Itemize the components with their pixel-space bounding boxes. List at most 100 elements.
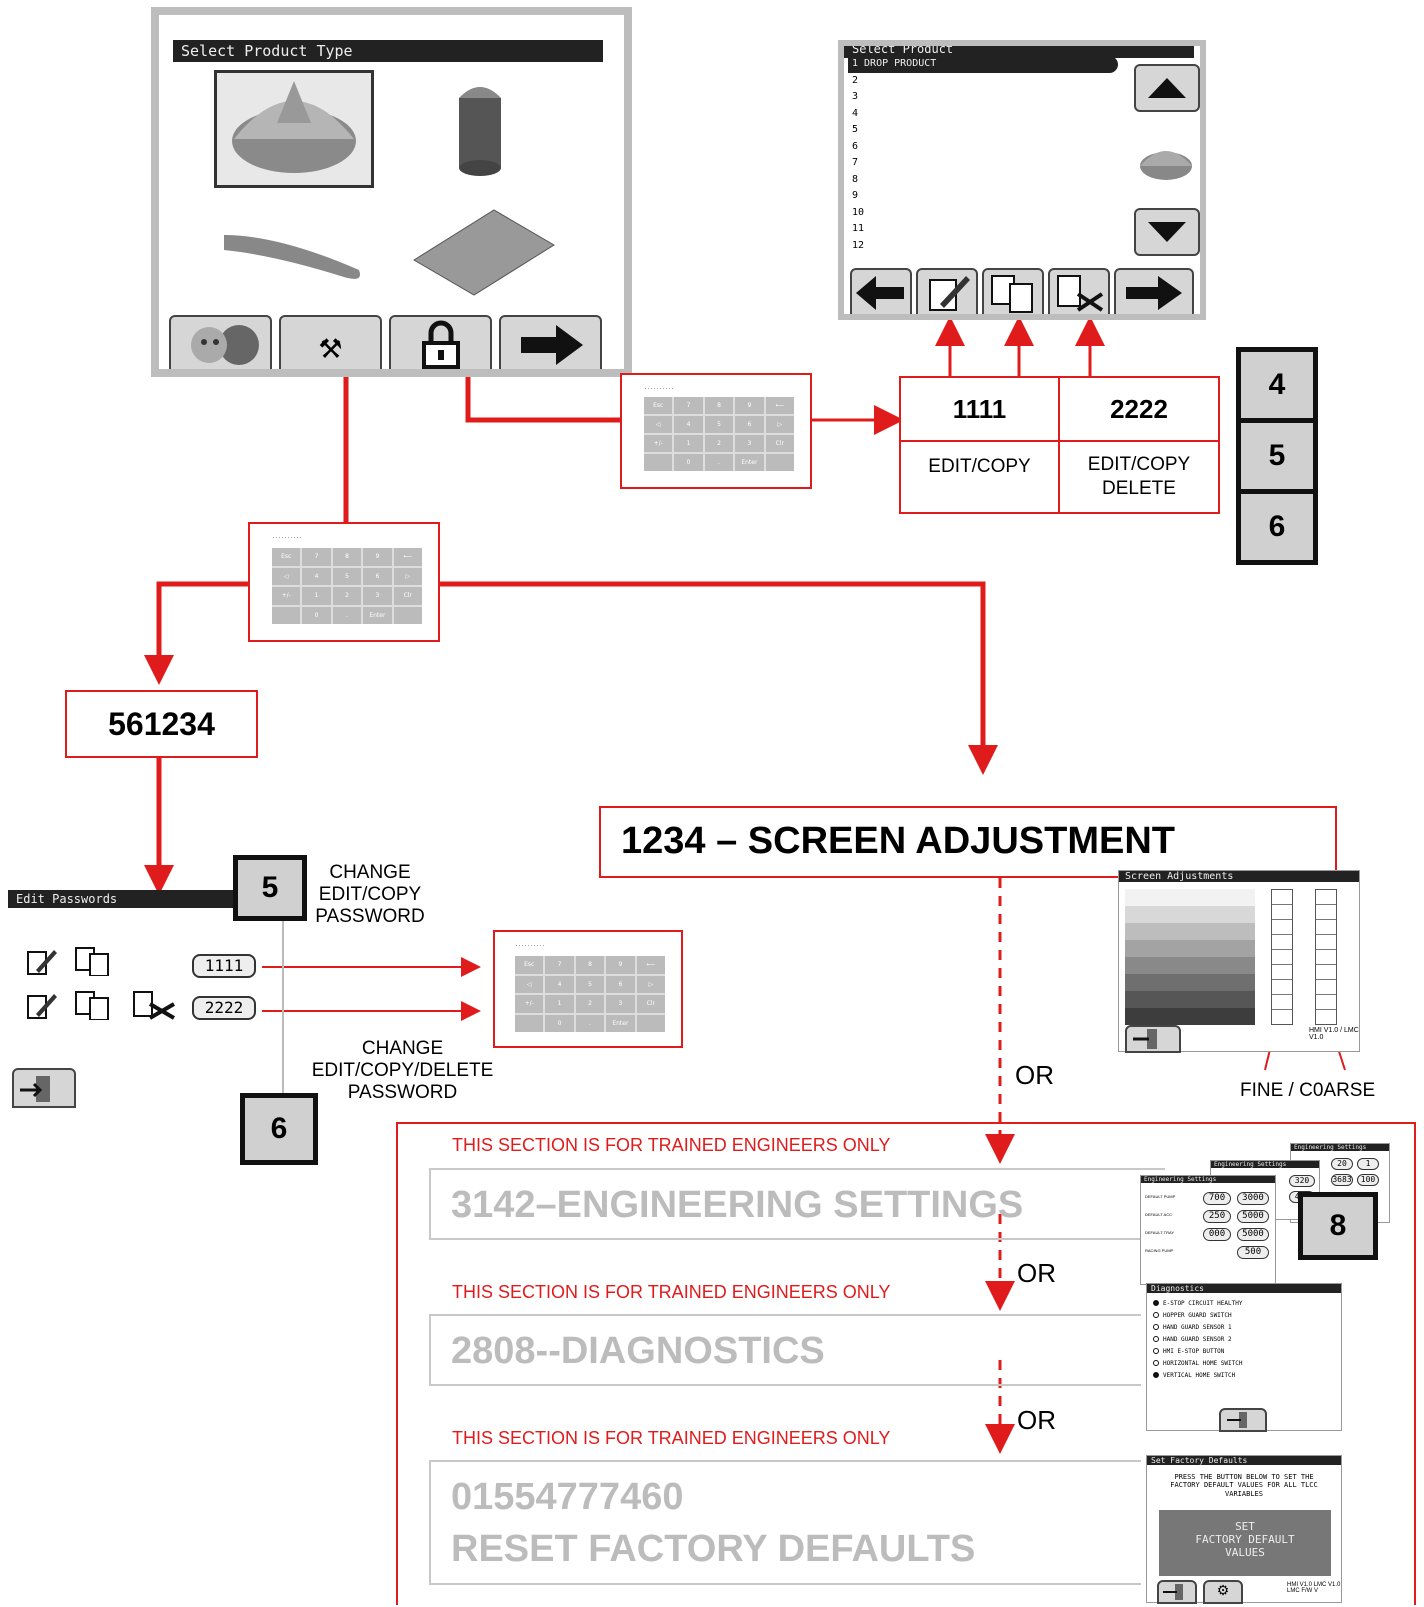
keypad-key[interactable]: 3 (735, 435, 763, 452)
keypad-key[interactable]: 4 (302, 568, 330, 586)
keypad-key[interactable]: 2 (576, 995, 604, 1013)
keypad-key[interactable]: 0 (302, 607, 330, 625)
keypad-key[interactable]: 7 (674, 397, 702, 414)
keypad-key[interactable]: 7 (545, 956, 573, 974)
keypad-key[interactable] (637, 1015, 665, 1033)
keypad-key[interactable]: 7 (302, 548, 330, 566)
product-bar-tile[interactable] (219, 215, 369, 285)
keypad-key[interactable]: Clr (637, 995, 665, 1013)
keypad-key[interactable]: 3 (363, 587, 391, 605)
keypad-key[interactable]: Esc (515, 956, 543, 974)
keypad-key[interactable]: ◁ (515, 976, 543, 994)
coarse-slider[interactable] (1315, 889, 1337, 1025)
delete-button[interactable] (1048, 268, 1110, 314)
keypad-key[interactable]: Clr (394, 587, 422, 605)
keypad-key[interactable]: Esc (272, 548, 300, 566)
keypad-key[interactable]: Enter (606, 1015, 634, 1033)
product-list-item[interactable]: 11 (848, 221, 1118, 238)
product-list-item[interactable]: 7 (848, 155, 1118, 172)
keypad-key[interactable]: 2 (705, 435, 733, 452)
scroll-up-button[interactable] (1134, 64, 1200, 112)
keypad-key[interactable] (766, 454, 794, 471)
keypad-key[interactable]: 6 (606, 976, 634, 994)
keypad-key[interactable]: ▷ (637, 976, 665, 994)
product-list-item[interactable]: 2 (848, 73, 1118, 90)
settings-button[interactable]: ⚙ (1203, 1580, 1243, 1604)
keypad-key[interactable]: Enter (735, 454, 763, 471)
keypad-key[interactable]: 9 (735, 397, 763, 414)
fine-slider[interactable] (1271, 889, 1293, 1025)
product-drop-tile[interactable] (214, 70, 374, 188)
product-list-item[interactable]: 12 (848, 238, 1118, 255)
keypad-key[interactable]: 6 (735, 416, 763, 433)
keypad-key[interactable]: 5 (705, 416, 733, 433)
product-list-item[interactable]: 4 (848, 106, 1118, 123)
keypad-key[interactable]: Enter (363, 607, 391, 625)
keypad-key[interactable]: ▷ (766, 416, 794, 433)
keypad-key[interactable]: ▷ (394, 568, 422, 586)
diagnostics-box[interactable]: 2808--DIAGNOSTICS (429, 1314, 1141, 1386)
keypad-key[interactable]: 9 (363, 548, 391, 566)
keypad-key[interactable]: ⟵ (394, 548, 422, 566)
eng-value-field[interactable]: 500 (1237, 1246, 1269, 1259)
password-field-2[interactable]: 2222 (192, 996, 256, 1020)
eng-value-field[interactable]: 700 (1203, 1192, 1231, 1205)
product-tray-tile[interactable] (409, 205, 559, 300)
product-list-item[interactable]: 3 (848, 89, 1118, 106)
keypad-key[interactable]: 8 (333, 548, 361, 566)
keypad-key[interactable]: 8 (576, 956, 604, 974)
keypad-key[interactable] (272, 607, 300, 625)
keypad-key[interactable]: ◁ (272, 568, 300, 586)
product-list-item[interactable]: 9 (848, 188, 1118, 205)
eng-value-field[interactable]: 000 (1203, 1228, 1231, 1241)
reset-factory-defaults-box[interactable]: 01554777460 RESET FACTORY DEFAULTS (429, 1460, 1141, 1585)
keypad-key[interactable]: . (705, 454, 733, 471)
keypad-key[interactable]: 1 (545, 995, 573, 1013)
product-list-item[interactable]: 1 DROP PRODUCT (848, 56, 1118, 73)
keypad-key[interactable]: 2 (333, 587, 361, 605)
exit-button[interactable] (12, 1068, 76, 1108)
edit-button[interactable] (916, 268, 978, 314)
keypad-key[interactable]: +/- (515, 995, 543, 1013)
engineering-settings-box[interactable]: 3142–ENGINEERING SETTINGS (429, 1168, 1165, 1240)
keypad-key[interactable]: 5 (333, 568, 361, 586)
keypad-key[interactable]: ⟵ (637, 956, 665, 974)
keypad-key[interactable]: +/- (272, 587, 300, 605)
keypad-key[interactable] (644, 454, 672, 471)
product-list-item[interactable]: 5 (848, 122, 1118, 139)
language-button[interactable] (169, 315, 272, 369)
keypad-key[interactable]: 1 (674, 435, 702, 452)
product-cylinder-tile[interactable] (449, 80, 509, 180)
keypad-key[interactable]: +/- (644, 435, 672, 452)
tools-button[interactable]: ⚒ (279, 315, 382, 369)
keypad-key[interactable]: 6 (363, 568, 391, 586)
copy-button[interactable] (982, 268, 1044, 314)
keypad-key[interactable]: 4 (674, 416, 702, 433)
next-button[interactable] (1114, 268, 1194, 314)
exit-button[interactable] (1125, 1025, 1181, 1053)
keypad-key[interactable]: 8 (705, 397, 733, 414)
product-list-item[interactable]: 8 (848, 172, 1118, 189)
keypad-key[interactable]: . (576, 1015, 604, 1033)
keypad-key[interactable]: . (333, 607, 361, 625)
product-list-item[interactable]: 6 (848, 139, 1118, 156)
eng-value-field[interactable]: 250 (1203, 1210, 1231, 1223)
lock-button[interactable] (389, 315, 492, 369)
scroll-down-button[interactable] (1134, 208, 1200, 256)
keypad-key[interactable]: ⟵ (766, 397, 794, 414)
back-button[interactable] (850, 268, 912, 314)
keypad-key[interactable]: 1 (302, 587, 330, 605)
keypad-key[interactable]: Esc (644, 397, 672, 414)
keypad-key[interactable]: 0 (674, 454, 702, 471)
keypad-key[interactable]: 4 (545, 976, 573, 994)
exit-button[interactable] (1219, 1408, 1267, 1432)
keypad-key[interactable] (394, 607, 422, 625)
keypad-key[interactable]: ◁ (644, 416, 672, 433)
keypad-key[interactable]: 0 (545, 1015, 573, 1033)
password-field-1[interactable]: 1111 (192, 954, 256, 978)
eng-value-field[interactable]: 3000 (1237, 1192, 1269, 1205)
